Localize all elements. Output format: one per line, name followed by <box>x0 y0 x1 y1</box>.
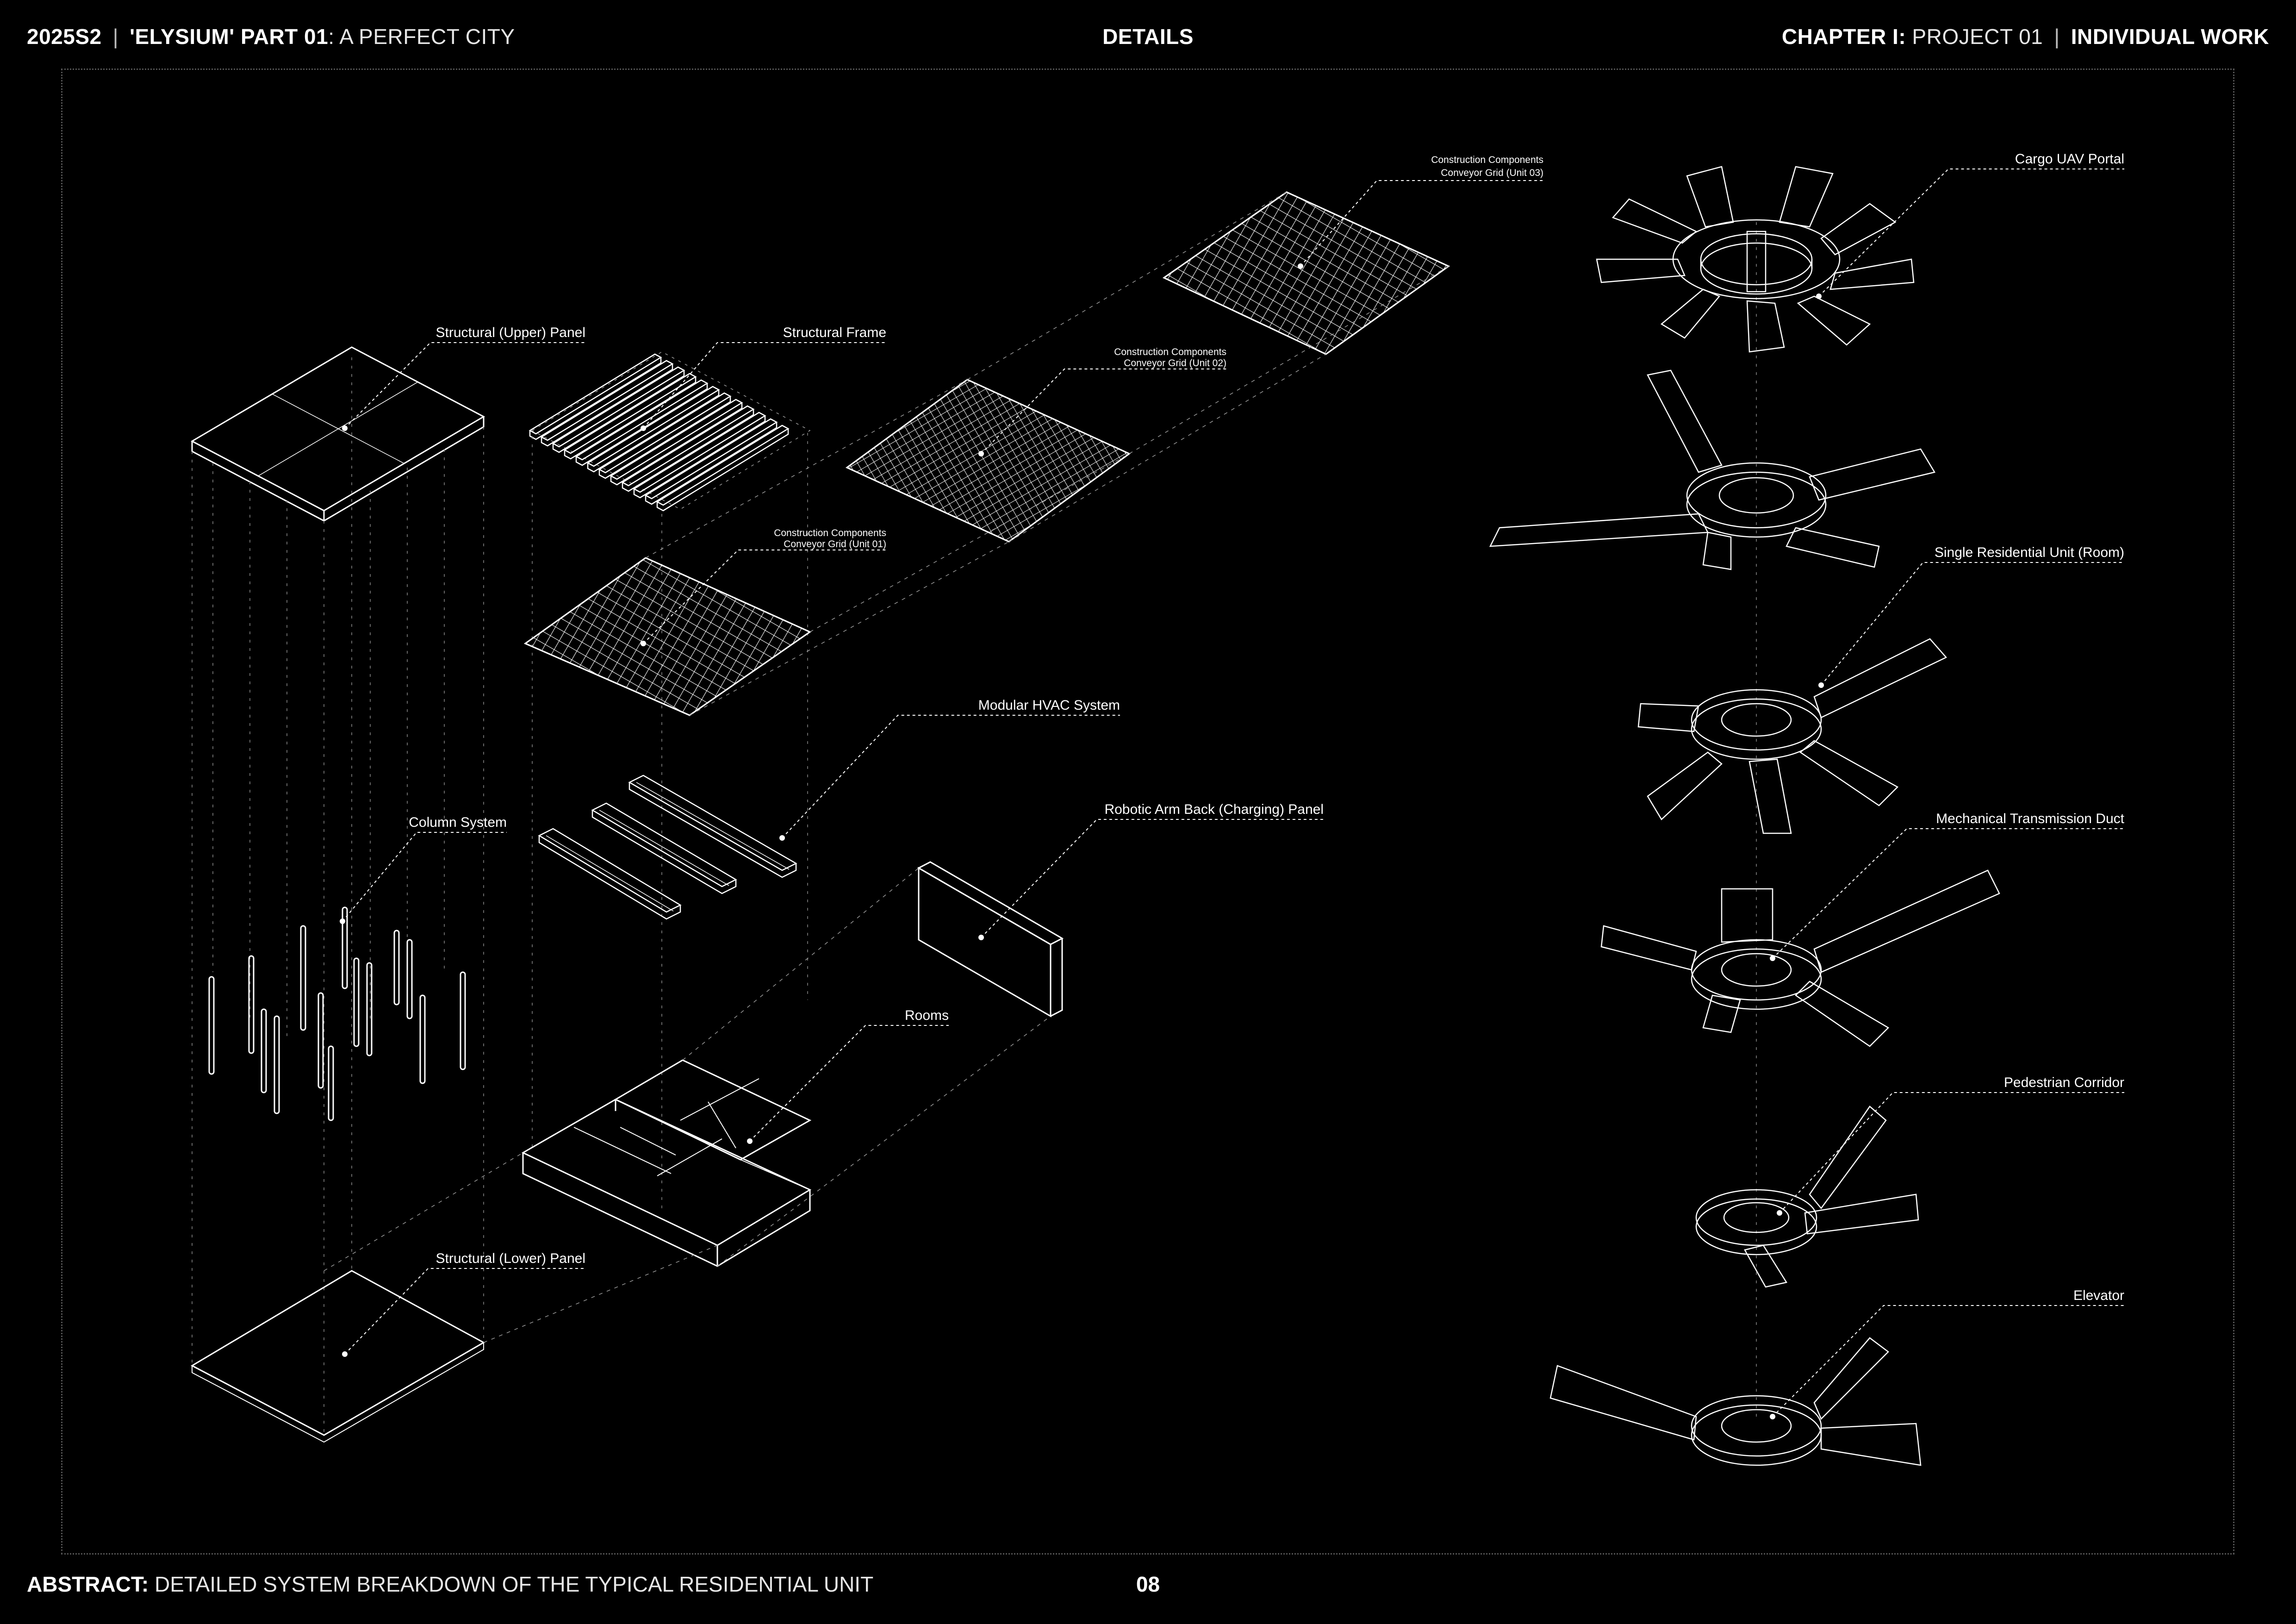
label-grid-03-line1: Construction Components <box>1431 155 1543 165</box>
upper-panel-shape <box>190 346 485 522</box>
label-rooms: Rooms <box>905 1008 949 1023</box>
label-cargo-portal: Cargo UAV Portal <box>2015 151 2124 167</box>
project-title: 'ELYSIUM' PART 01 <box>130 25 329 49</box>
chapter-label: CHAPTER I: <box>1781 25 1906 49</box>
chapter-project: PROJECT 01 <box>1906 25 2043 49</box>
hvac-system-shape <box>538 775 797 920</box>
page-frame <box>61 69 2234 1555</box>
lower-panel-shape <box>190 1270 485 1443</box>
pedestrian-corridor-hub <box>1695 1106 1919 1288</box>
robotic-panel-shape <box>917 861 1064 1018</box>
label-single-unit: Single Residential Unit (Room) <box>1935 545 2124 560</box>
header-right: CHAPTER I: PROJECT 01|INDIVIDUAL WORK <box>1781 25 2269 49</box>
label-robotic-panel: Robotic Arm Back (Charging) Panel <box>1104 802 1324 817</box>
middle-guide-lines <box>532 433 808 1213</box>
label-hvac: Modular HVAC System <box>978 698 1120 713</box>
label-grid-02-line1: Construction Components <box>1114 347 1226 357</box>
footer-abstract: ABSTRACT: DETAILED SYSTEM BREAKDOWN OF T… <box>27 1572 873 1597</box>
abstract-text: DETAILED SYSTEM BREAKDOWN OF THE TYPICAL… <box>149 1572 874 1596</box>
elevator-hub <box>1549 1337 1922 1466</box>
label-elevator: Elevator <box>2073 1288 2124 1303</box>
tower-guide-lines <box>192 357 484 1435</box>
section-title: DETAILS <box>1102 25 1194 49</box>
column-system-shape <box>208 906 466 1121</box>
label-upper-panel: Structural (Upper) Panel <box>436 325 585 340</box>
leader-dots <box>340 263 1824 1419</box>
label-transmission-duct: Mechanical Transmission Duct <box>1936 811 2124 826</box>
label-lower-panel: Structural (Lower) Panel <box>436 1251 585 1266</box>
conveyor-grid-03-shape <box>1163 191 1450 355</box>
work-type-label: INDIVIDUAL WORK <box>2071 25 2269 49</box>
label-grid-02-line2: Conveyor Grid (Unit 02) <box>1124 358 1226 369</box>
footer-page-number: 08 <box>0 1572 2296 1597</box>
page-number: 08 <box>1136 1572 1160 1596</box>
label-structural-frame: Structural Frame <box>783 325 886 340</box>
conveyor-grid-02-shape <box>846 379 1131 543</box>
leader-lines <box>342 169 2124 1417</box>
structural-frame-shape <box>529 351 811 512</box>
rooms-shape <box>521 1059 812 1267</box>
project-subtitle: : A PERFECT CITY <box>328 25 515 49</box>
label-pedestrian-corridor: Pedestrian Corridor <box>2004 1075 2124 1090</box>
residential-hub-01 <box>1489 369 1935 570</box>
label-grid-03-line2: Conveyor Grid (Unit 03) <box>1441 168 1543 178</box>
conveyor-grid-01-shape <box>523 557 812 716</box>
residential-hub-02 <box>1637 638 1948 834</box>
header-center: DETAILS <box>0 24 2296 49</box>
middle-link-lines <box>324 868 1051 1343</box>
abstract-label: ABSTRACT: <box>27 1572 149 1596</box>
grid-link-lines <box>645 192 1449 716</box>
semester-label: 2025S2 <box>27 25 102 49</box>
cargo-portal-shape <box>1596 166 1915 353</box>
label-grid-01-line1: Construction Components <box>774 528 886 538</box>
transmission-duct-hub <box>1600 869 2000 1047</box>
label-grid-01-line2: Conveyor Grid (Unit 01) <box>784 539 886 550</box>
label-column-system: Column System <box>409 815 507 830</box>
header-left: 2025S2|'ELYSIUM' PART 01: A PERFECT CITY <box>27 25 515 49</box>
